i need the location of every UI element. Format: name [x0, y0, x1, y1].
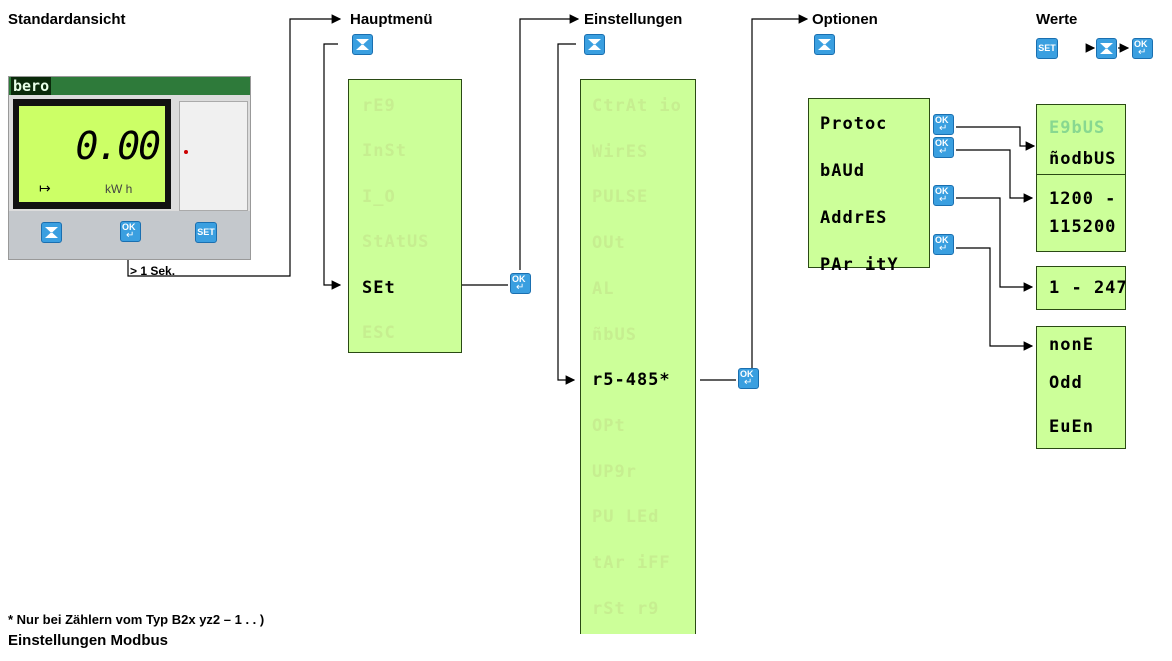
ok-button-address[interactable]: OK↵ [933, 185, 954, 206]
header-optionen: Optionen [812, 11, 878, 28]
down-button-einstellungen[interactable] [584, 34, 605, 55]
down-button-hauptmenu[interactable] [352, 34, 373, 55]
einstellungen-item: tAr iFF [592, 553, 671, 573]
werte-parity-even: EuEn [1049, 417, 1094, 437]
header-standardansicht: Standardansicht [8, 11, 126, 28]
einstellungen-item: PU LEd [592, 507, 660, 528]
hold-duration-label: > 1 Sek. [130, 264, 176, 278]
werte-address-panel: 1 - 247 [1036, 266, 1128, 310]
optionen-item: AddrES [820, 208, 888, 228]
device-ok-button[interactable]: OK↵ [120, 221, 141, 242]
down-arrow-icon [818, 39, 831, 50]
down-arrow-icon [1100, 43, 1113, 54]
hauptmenu-item: rE9 [362, 96, 396, 116]
hauptmenu-item: InSt [362, 141, 407, 162]
einstellungen-item: ñbUS [592, 324, 637, 345]
optionen-panel [808, 98, 930, 268]
header-hauptmenu: Hauptmenü [350, 11, 433, 28]
hauptmenu-item: SEt [362, 277, 396, 298]
header-werte: Werte [1036, 11, 1078, 28]
device-brand: bero [11, 77, 52, 95]
ok-icon-werte: OK↵ [1132, 38, 1153, 59]
einstellungen-item: AL [592, 278, 615, 299]
werte-parity-panel: nonE Odd EuEn [1036, 326, 1126, 449]
hauptmenu-item: ESC [362, 323, 396, 343]
hauptmenu-item: I_O [362, 186, 396, 207]
optionen-item: bAUd [820, 161, 865, 181]
meter-device: bero 0.00 ↦ kW h OK↵ SET [8, 76, 251, 260]
down-arrow-icon [45, 227, 58, 238]
werte-parity-odd: Odd [1049, 373, 1083, 393]
werte-protocol-modbus: ñodbUS [1049, 149, 1117, 169]
footnote: * Nur bei Zählern vom Typ B2x yz2 – 1 . … [8, 612, 265, 627]
down-button-optionen[interactable] [814, 34, 835, 55]
device-down-button[interactable] [41, 222, 62, 243]
ok-button-protocol[interactable]: OK↵ [933, 114, 954, 135]
device-led [184, 150, 188, 154]
optionen-item: PAr itY [820, 255, 899, 275]
device-lcd: 0.00 ↦ kW h [19, 106, 165, 202]
hauptmenu-item: StAtUS [362, 232, 430, 253]
device-set-button[interactable]: SET [195, 222, 217, 243]
device-reading: 0.00 [75, 124, 161, 168]
einstellungen-item: OUt [592, 233, 626, 254]
werte-baud-max: 115200 [1049, 217, 1117, 237]
header-einstellungen: Einstellungen [584, 11, 683, 28]
caption: Einstellungen Modbus [8, 632, 168, 649]
device-unit: kW h [105, 182, 133, 196]
ok-button-rs485[interactable]: OK↵ [738, 368, 759, 389]
device-arrow: ↦ [39, 180, 51, 196]
set-icon: SET [1036, 38, 1058, 59]
einstellungen-panel [580, 79, 696, 634]
optionen-item: Protoc [820, 114, 888, 134]
einstellungen-item: UP9r [592, 461, 637, 482]
werte-baud-panel: 1200 - 115200 [1036, 174, 1126, 252]
einstellungen-item: r5-485* [592, 370, 671, 391]
ok-button-parity[interactable]: OK↵ [933, 234, 954, 255]
einstellungen-item: rSt r9 [592, 598, 660, 619]
device-side-panel [179, 101, 248, 211]
ok-button-baud[interactable]: OK↵ [933, 137, 954, 158]
werte-parity-none: nonE [1049, 335, 1094, 355]
einstellungen-item: PULSE [592, 187, 649, 208]
down-icon-werte [1096, 38, 1117, 59]
werte-protocol-panel: E9bUS ñodbUS [1036, 104, 1126, 183]
einstellungen-item: CtrAt io [592, 96, 682, 116]
einstellungen-item: WirES [592, 141, 649, 162]
werte-address-range: 1 - 247 [1049, 278, 1128, 298]
werte-baud-min: 1200 - [1049, 189, 1117, 209]
down-arrow-icon [356, 39, 369, 50]
down-arrow-icon [588, 39, 601, 50]
device-header-bar [9, 77, 250, 95]
werte-protocol-eibus: E9bUS [1049, 118, 1106, 138]
einstellungen-item: OPt [592, 415, 626, 436]
ok-button-set[interactable]: OK↵ [510, 273, 531, 294]
hauptmenu-panel [348, 79, 462, 353]
device-display-frame: 0.00 ↦ kW h [13, 99, 171, 209]
